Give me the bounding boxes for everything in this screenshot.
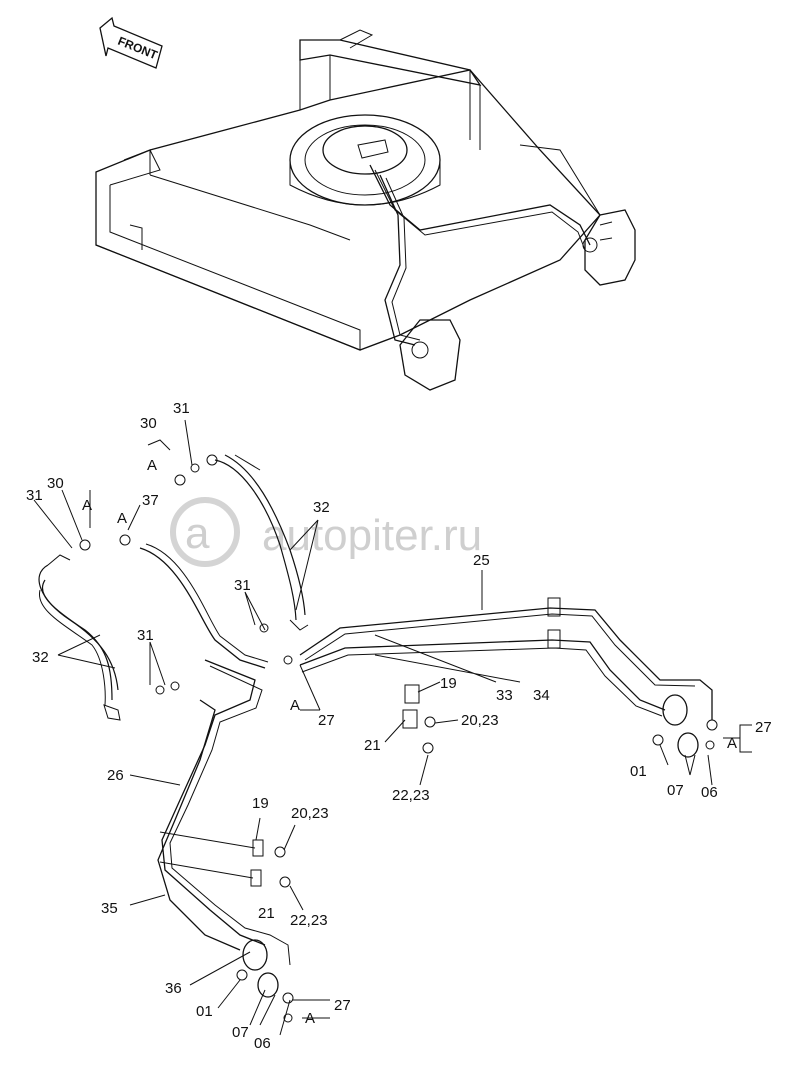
callout-30: 30 bbox=[140, 415, 157, 432]
callout-26: 26 bbox=[107, 767, 124, 784]
callout-A: A bbox=[727, 735, 737, 752]
callout-A: A bbox=[117, 510, 127, 527]
callout-27: 27 bbox=[755, 719, 772, 736]
callout-37: 37 bbox=[142, 492, 159, 509]
watermark: a autopiter.ru bbox=[170, 497, 482, 567]
pipe-25 bbox=[299, 607, 713, 720]
callout-25: 25 bbox=[473, 552, 490, 569]
callout-06: 06 bbox=[254, 1035, 271, 1052]
callout-21: 21 bbox=[258, 905, 275, 922]
leader-lines bbox=[33, 419, 752, 1036]
callout-19: 19 bbox=[252, 795, 269, 812]
callout-32: 32 bbox=[313, 499, 330, 516]
callout-A: A bbox=[82, 497, 92, 514]
callout-35: 35 bbox=[101, 900, 118, 917]
hydraulic-lines bbox=[38, 454, 718, 1023]
callout-27: 27 bbox=[318, 712, 335, 729]
front-label: FRONT bbox=[116, 34, 160, 63]
callout-A: A bbox=[147, 457, 157, 474]
callout-20-23: 20,23 bbox=[291, 805, 329, 822]
callout-01: 01 bbox=[630, 763, 647, 780]
callout-19: 19 bbox=[440, 675, 457, 692]
callout-31: 31 bbox=[234, 577, 251, 594]
hose-32-right bbox=[214, 459, 297, 621]
callout-31: 31 bbox=[137, 627, 154, 644]
pipe-26 bbox=[161, 659, 266, 946]
callout-32: 32 bbox=[32, 649, 49, 666]
callout-20-23: 20,23 bbox=[461, 712, 499, 729]
pipe-35 bbox=[157, 699, 241, 951]
callout-07: 07 bbox=[667, 782, 684, 799]
pipe-34 bbox=[301, 647, 663, 717]
watermark-text: autopiter.ru bbox=[262, 511, 482, 560]
callout-31: 31 bbox=[26, 487, 43, 504]
callout-21: 21 bbox=[364, 737, 381, 754]
hose-32-left bbox=[38, 564, 119, 691]
callout-A: A bbox=[305, 1010, 315, 1027]
callout-01: 01 bbox=[196, 1003, 213, 1020]
callout-31: 31 bbox=[173, 400, 190, 417]
callout-30: 30 bbox=[47, 475, 64, 492]
svg-text:a: a bbox=[185, 509, 210, 558]
callout-33: 33 bbox=[496, 687, 513, 704]
callout-36: 36 bbox=[165, 980, 182, 997]
pipe-33 bbox=[299, 639, 666, 711]
callout-07: 07 bbox=[232, 1024, 249, 1041]
callout-A: A bbox=[290, 697, 300, 714]
callout-27: 27 bbox=[334, 997, 351, 1014]
callout-34: 34 bbox=[533, 687, 550, 704]
callout-22-23: 22,23 bbox=[290, 912, 328, 929]
undercarriage-frame bbox=[95, 29, 636, 391]
callouts: 25 26 27 27 27 30 30 31 31 31 31 32 32 3… bbox=[26, 400, 772, 1052]
front-arrow-icon: FRONT bbox=[99, 16, 163, 69]
callout-06: 06 bbox=[701, 784, 718, 801]
callout-22-23: 22,23 bbox=[392, 787, 430, 804]
